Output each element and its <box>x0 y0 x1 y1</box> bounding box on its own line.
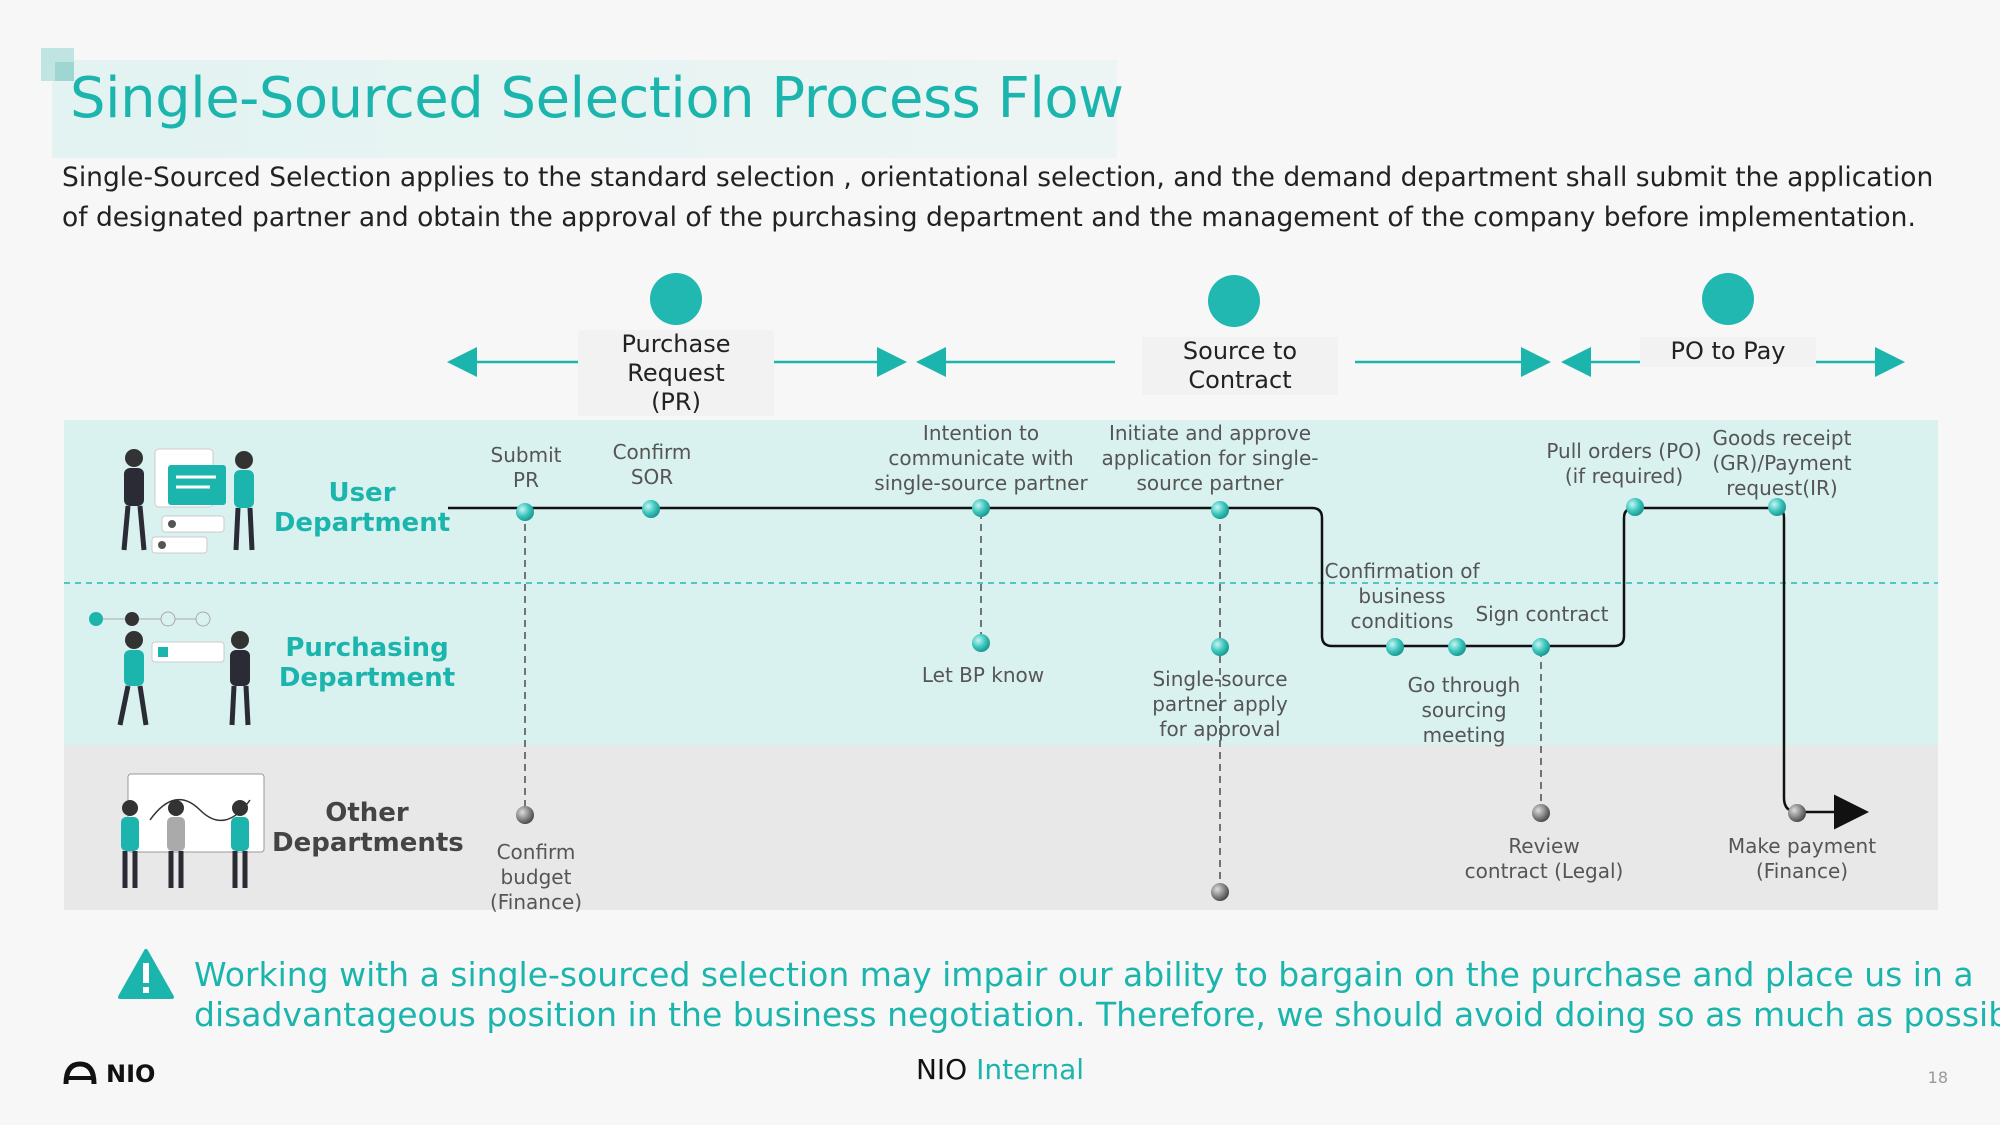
nio-logo-mark <box>63 1061 97 1085</box>
user-department-illustration <box>121 448 255 554</box>
title-decoration-inner <box>55 62 74 81</box>
classification-label: NIO Internal <box>915 1053 1085 1086</box>
lane-label-purchasing: Purchasing Department <box>278 633 456 693</box>
step-sign-contract: Sign contract <box>1475 602 1609 626</box>
warning-text: Working with a single-sourced selection … <box>194 955 2000 1034</box>
title-banner <box>52 60 1117 158</box>
step-make-payment: Make payment(Finance) <box>1727 834 1877 883</box>
phase-purchase-request: Purchase Request (PR) <box>578 330 774 416</box>
purchasing-department-illustration <box>89 611 251 726</box>
phase-source-to-contract: Source to Contract <box>1142 337 1338 395</box>
clipboard-check-icon <box>1702 273 1754 325</box>
lane-purchasing <box>64 583 1938 745</box>
document-icon <box>650 273 702 325</box>
warning-icon <box>118 949 174 999</box>
page-title: Single-Sourced Selection Process Flow <box>70 66 1124 131</box>
page-number: 18 <box>1927 1068 1948 1087</box>
intro-text: Single-Sourced Selection applies to the … <box>62 162 1934 233</box>
document-search-icon <box>1208 275 1260 327</box>
nio-logo: NIO <box>106 1060 156 1088</box>
flow-line <box>448 506 1869 830</box>
lane-user <box>64 420 1938 583</box>
phase-po-to-pay: PO to Pay <box>1640 337 1816 367</box>
lane-label-other: Other Departments <box>272 798 464 858</box>
lane-label-user: User Department <box>273 478 451 538</box>
step-let-bp-know: Let BP know <box>921 663 1045 687</box>
step-pull-orders: Pull orders (PO)(if required) <box>1546 439 1702 488</box>
lane-other <box>64 745 1938 910</box>
other-departments-illustration <box>121 773 265 888</box>
flow-nodes <box>516 498 1806 901</box>
